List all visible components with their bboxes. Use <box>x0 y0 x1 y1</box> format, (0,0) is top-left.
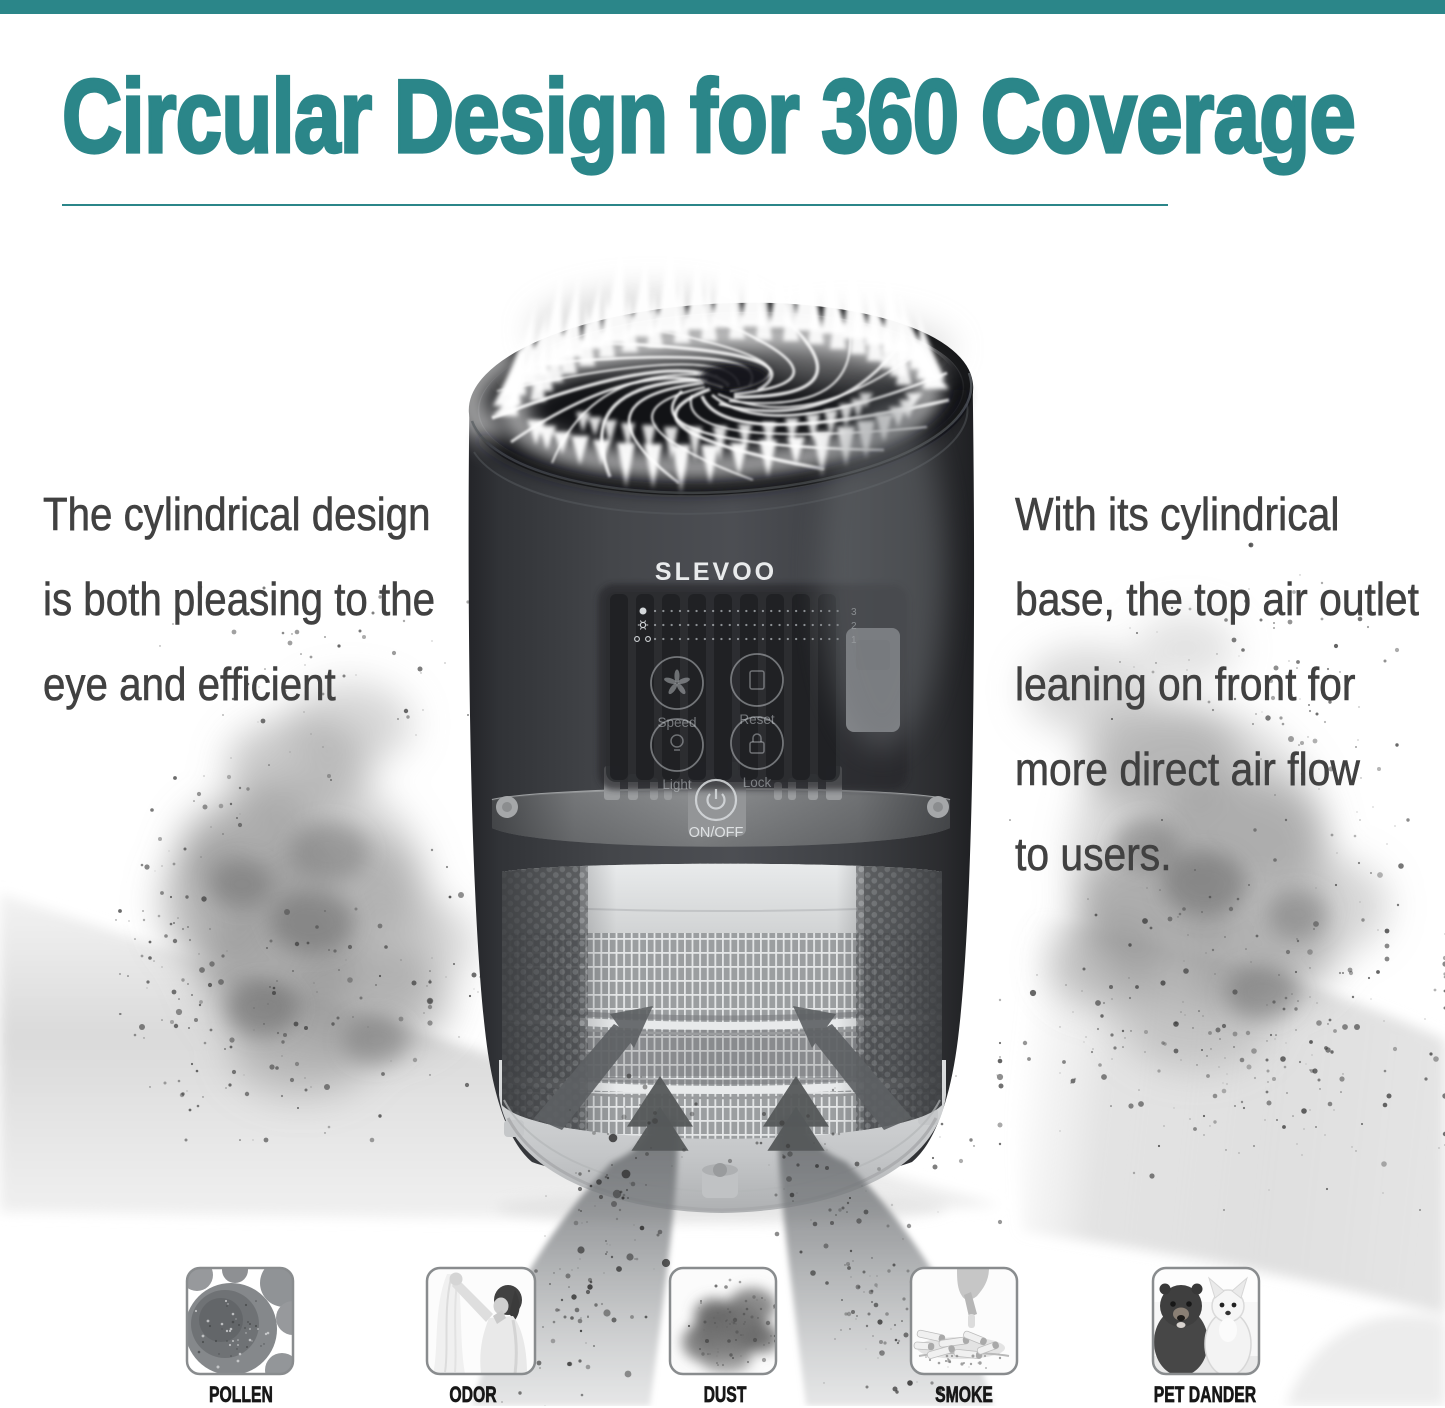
svg-text:ON/OFF: ON/OFF <box>689 825 744 841</box>
svg-text:Light: Light <box>662 777 692 792</box>
svg-text:SLEVOO: SLEVOO <box>655 558 777 586</box>
svg-text:Lock: Lock <box>743 775 772 790</box>
